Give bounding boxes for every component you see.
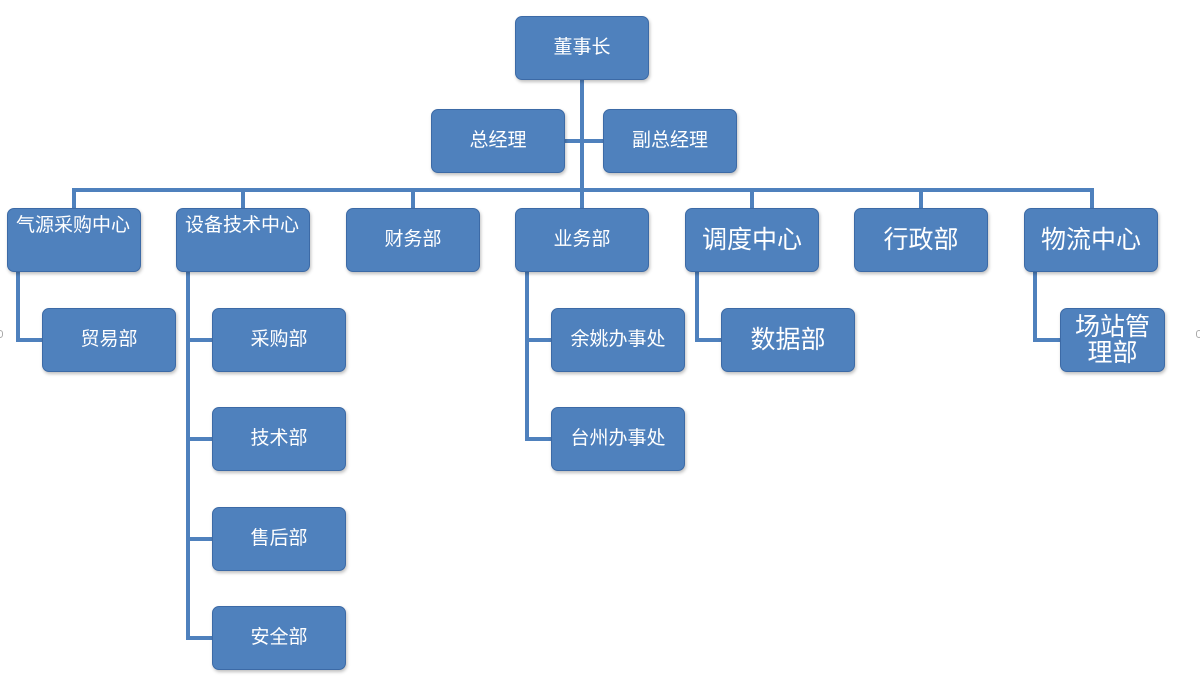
node-logistics-center[interactable]: 物流中心 (1024, 208, 1158, 272)
node-yuyao-office[interactable]: 余姚办事处 (551, 308, 685, 372)
node-after-sales-dept[interactable]: 售后部 (212, 507, 346, 571)
node-general-manager[interactable]: 总经理 (431, 109, 565, 173)
node-trade-dept[interactable]: 贸易部 (42, 308, 176, 372)
node-business-dept[interactable]: 业务部 (515, 208, 649, 272)
node-technology-dept[interactable]: 技术部 (212, 407, 346, 471)
connector-data (695, 270, 723, 342)
node-gas-procurement-center[interactable]: 气源采购中心 (7, 208, 141, 272)
node-taizhou-office[interactable]: 台州办事处 (551, 407, 685, 471)
right-edge-handle (1196, 330, 1200, 338)
connector-trade (16, 270, 44, 342)
node-dispatch-center[interactable]: 调度中心 (685, 208, 819, 272)
node-equipment-tech-center[interactable]: 设备技术中心 (176, 208, 310, 272)
node-admin-dept[interactable]: 行政部 (854, 208, 988, 272)
node-data-dept[interactable]: 数据部 (721, 308, 855, 372)
connector-station (1033, 270, 1062, 342)
node-deputy-general-manager[interactable]: 副总经理 (603, 109, 737, 173)
node-safety-dept[interactable]: 安全部 (212, 606, 346, 670)
node-finance-dept[interactable]: 财务部 (346, 208, 480, 272)
node-procurement-dept[interactable]: 采购部 (212, 308, 346, 372)
node-station-management-dept[interactable]: 场站管理部 (1060, 308, 1165, 372)
node-chairman[interactable]: 董事长 (515, 16, 649, 80)
left-edge-handle (0, 330, 3, 338)
